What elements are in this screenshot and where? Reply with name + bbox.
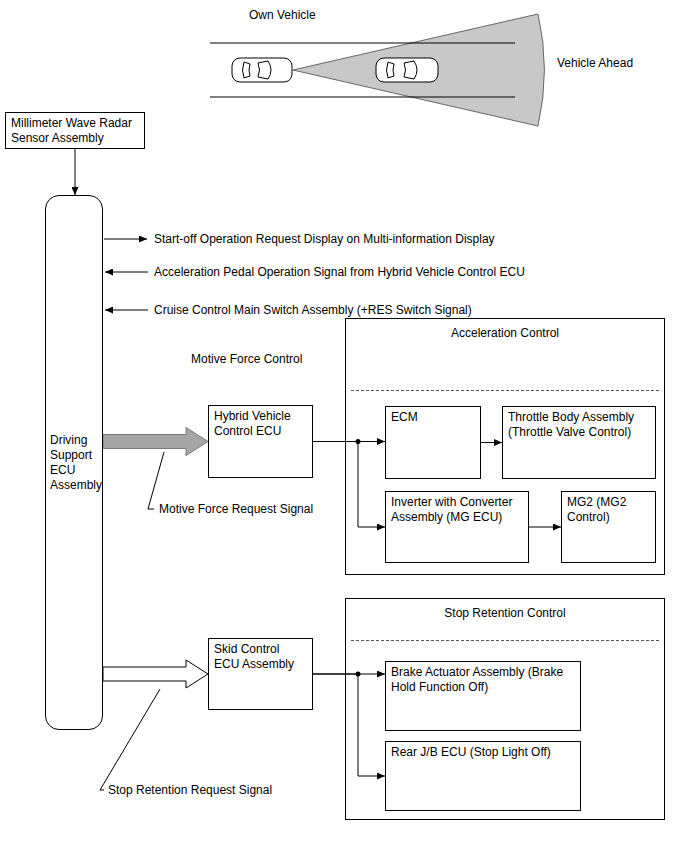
box-label: MG2 (MG2 Control) [567,495,650,525]
vehicle-ahead [376,58,438,82]
ecu-box: Rear J/B ECU (Stop Light Off) [385,741,581,811]
signal-arrow [105,272,148,273]
signal-label: Stop Retention Request Signal [107,783,273,797]
ecu-box: Skid Control ECU Assembly [208,638,313,710]
signal-line [313,674,385,776]
road-line [210,43,515,44]
actuator-box: Throttle Body Assembly (Throttle Valve C… [502,406,656,479]
signal-line [529,527,561,528]
vehicle-label: Own Vehicle [248,8,317,22]
box-label: ECM [391,410,475,425]
signal-label: Acceleration Pedal Operation Signal from… [153,265,526,279]
box-label: Brake Actuator Assembly (Brake Hold Func… [391,665,575,695]
request-arrow [103,660,208,688]
actuator-box: Brake Actuator Assembly (Brake Hold Func… [385,661,581,731]
own-car [232,58,292,82]
signal-arrow [105,310,148,311]
vehicle-label: Vehicle Ahead [556,56,634,70]
car-body [376,58,438,82]
leader-line [148,452,164,509]
box-label: Skid Control ECU Assembly [214,642,307,672]
ecu-box: Hybrid Vehicle Control ECU [208,405,313,478]
box-label: Driving Support ECU Assembly [50,433,102,493]
signal-label: Cruise Control Main Switch Assembly (+RE… [153,303,473,317]
junction-dot [356,439,361,444]
group-label: Motive Force Control [190,352,303,366]
car-rear-window [387,62,395,78]
signal-label: Start-off Operation Request Display on M… [153,232,496,246]
box-label: Hybrid Vehicle Control ECU [214,409,307,439]
car-rear-window [243,62,251,78]
signal-line [313,442,385,528]
group-heading: Acceleration Control [351,319,659,391]
sensor-box: Millimeter Wave Radar Sensor Assembly [5,112,145,149]
car-windshield [404,61,417,79]
signal-line [481,442,502,443]
box-label: Rear J/B ECU (Stop Light Off) [391,745,575,760]
ecu-box: Inverter with Converter Assembly (MG ECU… [385,491,529,563]
signal-arrow [104,239,147,240]
radar-cone [293,14,544,126]
box-label: Inverter with Converter Assembly (MG ECU… [391,495,523,525]
signal-label: Motive Force Request Signal [158,502,314,516]
car-windshield [258,61,271,79]
road-line [210,97,515,98]
box-label: Millimeter Wave Radar Sensor Assembly [11,116,139,146]
ecu-box: ECM [385,406,481,479]
box-label: Throttle Body Assembly (Throttle Valve C… [508,410,650,440]
control-group: Stop Retention ControlBrake Actuator Ass… [345,598,665,820]
group-heading: Stop Retention Control [351,599,659,641]
motor-box: MG2 (MG2 Control) [561,491,656,563]
junction-dot [356,672,361,677]
car-body [232,58,292,82]
request-arrow [103,428,208,456]
control-group: Acceleration ControlECM Throttle Body Ass… [345,318,665,575]
leader-line [100,689,160,790]
signal-line [75,149,76,195]
ecu-bar: Driving Support ECU Assembly [45,195,103,730]
